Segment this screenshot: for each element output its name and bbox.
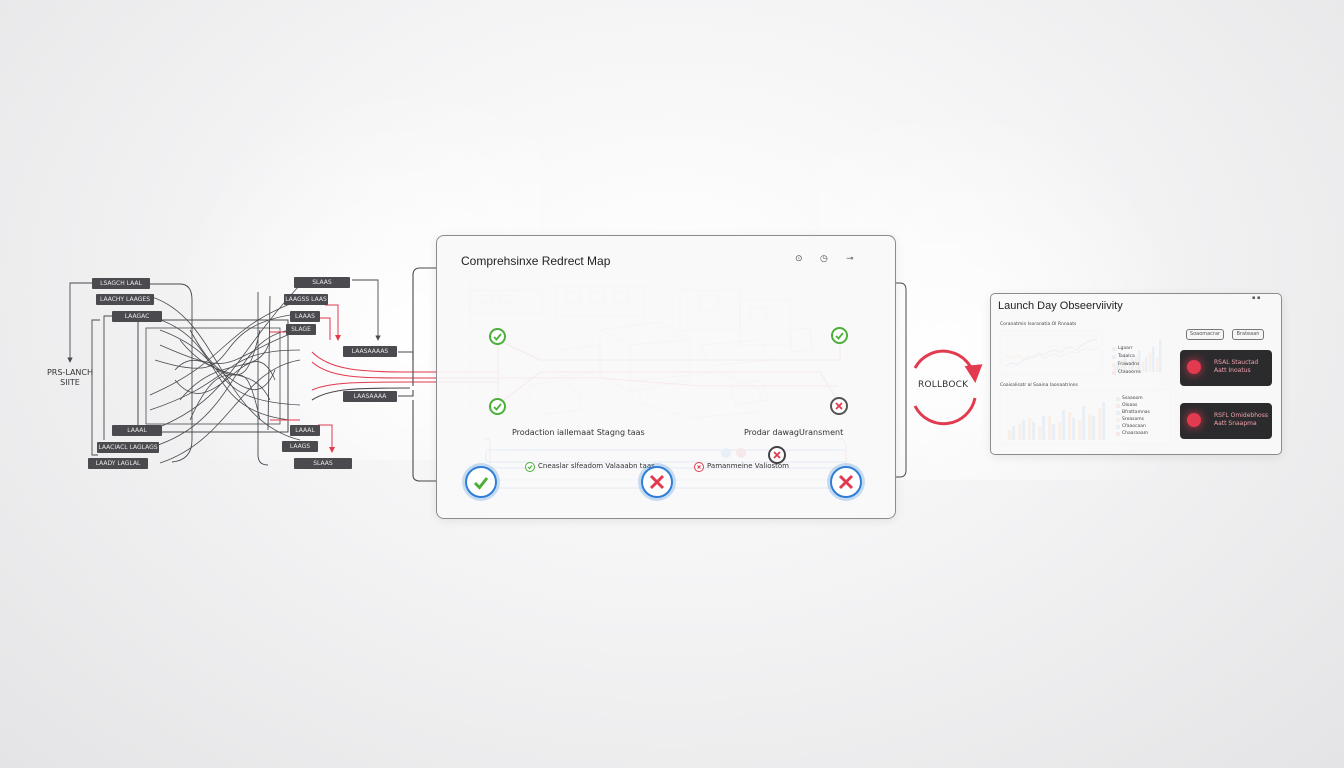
cross-icon xyxy=(641,466,673,498)
tag-right-2: LAASAAAA xyxy=(343,391,397,402)
pre-launch-site-label: PRS-LANCH SIITE xyxy=(46,368,94,387)
legend-1-item-2: Taaalca xyxy=(1118,354,1135,359)
tag-mid-3: LAAAS xyxy=(290,311,320,322)
window-controls-icon[interactable]: ▪ ▪ xyxy=(1252,295,1261,301)
alert-text-2: RSFL Omidebhoss Aatt Snaapma xyxy=(1214,412,1268,427)
target-icon[interactable]: ⊙ xyxy=(795,254,803,264)
tag-left-5: LAACIACL LAGLAGS xyxy=(97,442,159,453)
production-caption: Prodaction iallemaat Stagng taas xyxy=(512,428,645,437)
cross-icon xyxy=(768,446,786,464)
legend-1-item-1: Lgaarr xyxy=(1118,346,1133,351)
clock-icon[interactable]: ◷ xyxy=(820,254,828,264)
filter-chip-1[interactable]: Soaomacrar xyxy=(1186,329,1224,340)
validation-legend-left: Cneaslar slfeadom Valaaabn taas xyxy=(538,462,655,470)
legend-1-item-3: Frawadns xyxy=(1118,362,1140,367)
chart-2-title: Coaisalisatr al Saaina Iaonaatrinns xyxy=(1000,383,1078,388)
check-icon xyxy=(831,327,848,344)
tag-left-3: LAAGAC xyxy=(112,311,162,322)
tag-left-6: LAADY LAGLAL xyxy=(88,458,148,469)
alert-text-1: RSAL Stauctad Aatt Inoatus xyxy=(1214,359,1259,374)
validation-legend-right: Pamanmeine Valiostom xyxy=(707,462,789,470)
tag-left-2: LAACHY LAAGES xyxy=(96,294,154,305)
alert-icon xyxy=(1187,413,1201,427)
legend-2-item-1: Ssaaoom xyxy=(1122,396,1143,401)
tag-mid-1: SLAAS xyxy=(294,277,350,288)
tag-mid-7: SLAAS xyxy=(294,458,352,469)
legend-2-item-4: Sreasoms xyxy=(1122,417,1144,422)
environment-caption: Prodar dawagUransment xyxy=(744,428,844,437)
legend-2-item-2: Oloaas xyxy=(1122,403,1138,408)
tag-right-1: LAASAAAAS xyxy=(343,346,397,357)
chart-1-title: Coranatmin Isoranatia Ol Rnnaats xyxy=(1000,322,1077,327)
tag-mid-6: LAAGS xyxy=(282,441,318,452)
alert-icon xyxy=(1187,360,1201,374)
legend-2-item-6: Chaaraaam xyxy=(1122,431,1149,436)
back-arrow-icon[interactable]: ⊸ xyxy=(846,254,854,264)
tag-mid-5: LAAAL xyxy=(290,425,320,436)
redirect-map-title: Comprehsinxe Redrect Map xyxy=(461,254,611,268)
legend-1-item-4: Ctaaoorns xyxy=(1118,370,1141,375)
legend-2-item-3: Bfrattamnas xyxy=(1122,410,1150,415)
cross-icon xyxy=(830,466,862,498)
check-icon xyxy=(465,466,497,498)
tag-mid-4: SLAGE xyxy=(286,324,316,335)
tag-mid-2: LAAGSS LAAS xyxy=(284,294,328,305)
filter-chip-2[interactable]: Brateaan xyxy=(1232,329,1264,340)
legend-2-item-5: Cfaaocaan xyxy=(1122,424,1146,429)
alert-card-2[interactable]: RSFL Omidebhoss Aatt Snaapma xyxy=(1180,403,1272,439)
observability-title: Launch Day Obseerviivity xyxy=(998,300,1123,312)
check-icon xyxy=(489,328,506,345)
tag-left-1: LSAGCH LAAL xyxy=(92,278,150,289)
check-icon xyxy=(525,462,535,472)
alert-card-1[interactable]: RSAL Stauctad Aatt Inoatus xyxy=(1180,350,1272,386)
cross-icon xyxy=(694,462,704,472)
check-icon xyxy=(489,398,506,415)
cross-icon xyxy=(830,397,848,415)
rollback-label: ROLLBOCK xyxy=(918,380,969,390)
tag-left-4: LAAAL xyxy=(112,425,162,436)
